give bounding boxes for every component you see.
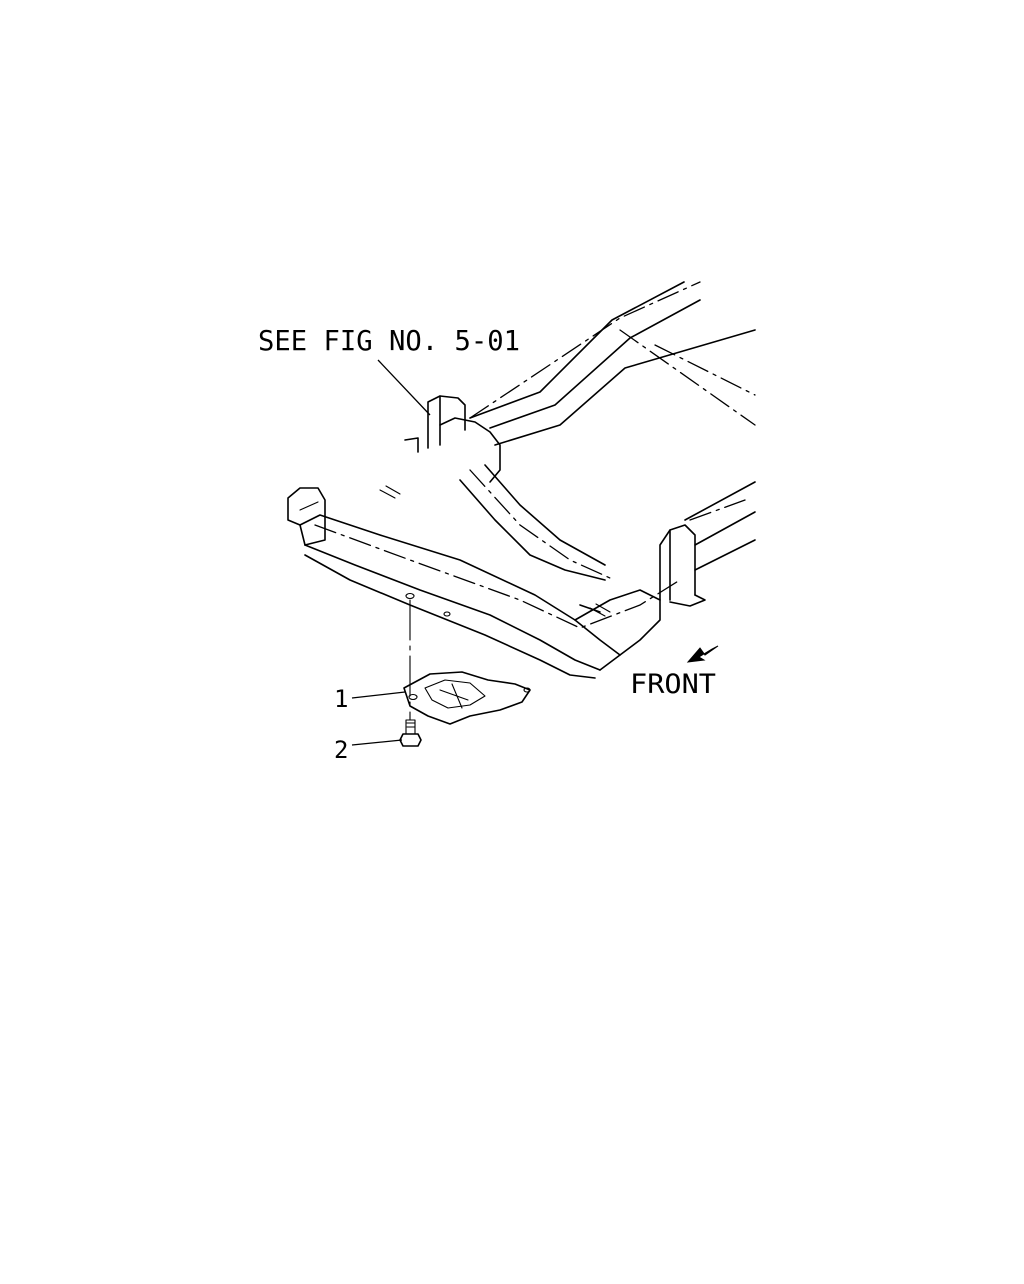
right-boss	[589, 603, 611, 617]
right-rail-top	[684, 481, 756, 521]
rear-crossmember-centerline-2	[654, 344, 756, 396]
center-brace-lower	[459, 479, 606, 581]
rear-crossmember-centerline	[619, 329, 756, 426]
right-rail-mid	[694, 511, 756, 546]
front-crossmember-top	[299, 514, 621, 656]
callout-part-2: 2	[334, 736, 348, 764]
center-brace-upper	[484, 464, 606, 566]
left-rail-top-edge	[469, 281, 685, 419]
front-crossmember-bottom	[304, 554, 596, 679]
mount-hole-1	[405, 592, 415, 600]
part-1-cover-plate	[403, 671, 531, 725]
front-crossmember-centerline	[314, 524, 681, 629]
right-rail-bottom	[694, 539, 756, 571]
front-left-bracket-detail	[299, 501, 319, 511]
left-tower-cap	[439, 417, 501, 483]
right-rail-centerline	[689, 499, 746, 521]
reference-note: SEE FIG NO. 5-01	[258, 324, 520, 357]
left-tower-bracket	[427, 395, 466, 449]
left-rail-centerline	[469, 281, 701, 419]
callout-part-2-leader	[351, 739, 403, 746]
front-crossmember-face	[304, 544, 601, 671]
part-2-bolt	[399, 719, 422, 747]
left-rail-lower-edge	[489, 299, 701, 429]
left-rail-bottom-edge	[494, 329, 756, 446]
front-arrow-icon	[686, 645, 719, 663]
front-right-bracket	[574, 589, 661, 671]
direction-label: FRONT	[630, 669, 716, 700]
right-tower-bracket	[659, 524, 696, 601]
callout-part-1: 1	[334, 685, 348, 713]
reference-leader-line	[377, 359, 431, 416]
mount-hole-2	[443, 611, 451, 617]
left-tab	[404, 437, 419, 453]
center-brace-centerline	[469, 469, 611, 579]
callout-part-1-leader	[351, 691, 406, 699]
left-boss	[379, 485, 401, 499]
chassis-frame	[287, 281, 756, 679]
right-tower-foot	[669, 594, 706, 607]
front-left-bracket	[287, 487, 326, 546]
